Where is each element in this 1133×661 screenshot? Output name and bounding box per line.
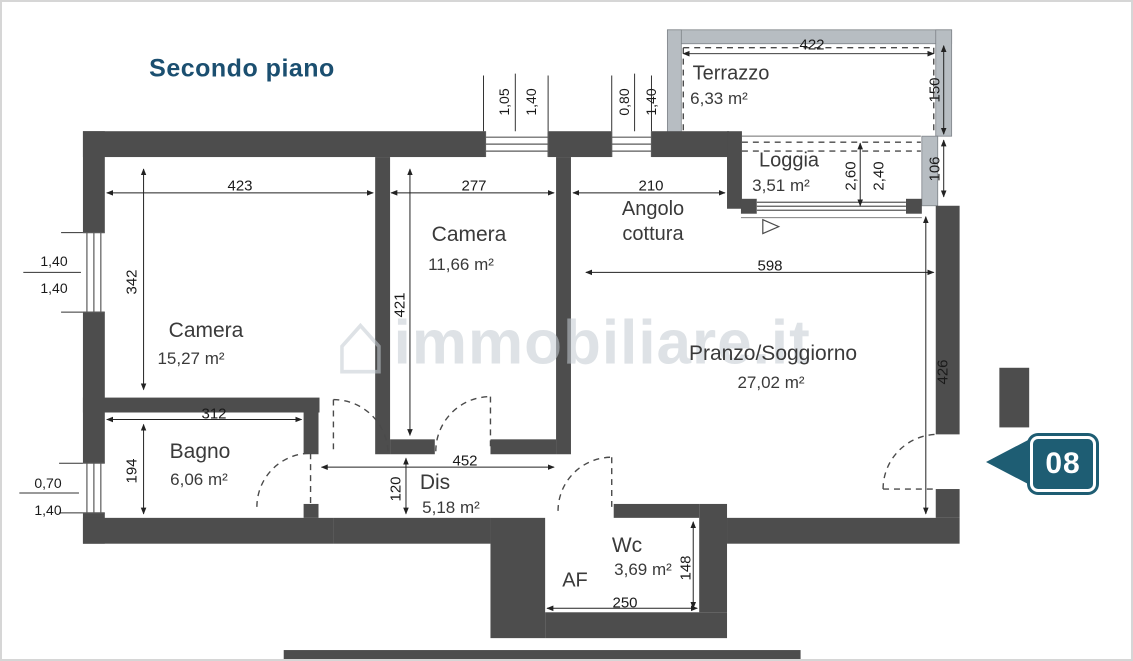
dim-bagno-height: 194 [123,458,141,484]
doors-dashed [256,47,938,511]
dim-bagno-width: 312 [201,405,227,423]
dim-pranzo-width: 598 [757,257,783,275]
walls [82,131,1030,659]
room-label-camera-piccola: Camera [431,223,507,246]
room-area-bagno: 6,06 m² [170,470,228,489]
room-label-wc: Wc [611,534,643,557]
room-label-angolo-cottura: Angolo cottura [621,198,685,245]
windows [82,131,922,514]
dimension-lines [106,45,947,612]
dim-window-top2-b: 1,40 [643,88,659,116]
room-label-pranzo-soggiorno: Pranzo/Soggiorno [688,342,858,365]
page-title: Secondo piano [149,54,335,83]
entry-arrow-icon [986,439,1030,485]
room-area-wc: 3,69 m² [614,560,672,579]
room-label-bagno: Bagno [169,440,231,463]
dim-window-left2-a: 0,70 [34,475,62,491]
dim-terrazzo-width: 422 [799,36,825,54]
room-area-pranzo-soggiorno: 27,02 m² [737,373,805,392]
dim-dis-height: 120 [387,476,405,502]
room-label-terrazzo: Terrazzo [692,62,770,85]
dim-loggia-depth-a: 2,60 [842,161,860,191]
dim-window-left1-b: 1,40 [40,280,68,296]
window-dimension-lines [19,73,652,514]
dim-camera-grande-height: 342 [123,269,141,295]
label-af: AF [562,569,588,592]
door-entry [882,433,938,490]
door-wc [557,456,613,511]
unit-badge: 08 [1030,436,1096,492]
room-area-terrazzo: 6,33 m² [690,89,748,108]
dim-angolo-width: 210 [638,177,664,195]
room-area-dis: 5,18 m² [422,498,480,517]
door-camera-grande [332,398,389,455]
room-label-dis: Dis [419,471,451,494]
dim-window-top2-a: 0,80 [616,88,632,116]
dim-pranzo-height: 426 [934,359,952,385]
room-label-loggia: Loggia [758,149,820,172]
dim-dis-width: 452 [452,452,478,470]
door-bagno [256,452,312,507]
room-area-loggia: 3,51 m² [752,176,810,195]
dim-window-left2-b: 1,40 [34,502,62,518]
dim-loggia-height: 106 [926,156,944,182]
dim-camera-grande-width: 423 [227,177,253,195]
room-area-camera-grande: 15,27 m² [157,349,225,368]
dim-wc-width: 250 [612,594,638,612]
dim-window-top1-a: 1,05 [496,88,512,116]
dim-wc-height: 148 [677,555,695,581]
dim-terrazzo-height: 150 [926,77,944,103]
dim-window-top1-b: 1,40 [523,88,539,116]
dim-loggia-depth-b: 2,40 [870,161,888,191]
room-label-camera-grande: Camera [168,319,244,342]
dim-camera-piccola-height: 421 [391,292,409,318]
room-area-camera-piccola: 11,66 m² [428,255,494,274]
dim-camera-piccola-width: 277 [461,177,487,195]
dim-window-left1-a: 1,40 [40,253,68,269]
door-camera-piccola [435,395,492,452]
